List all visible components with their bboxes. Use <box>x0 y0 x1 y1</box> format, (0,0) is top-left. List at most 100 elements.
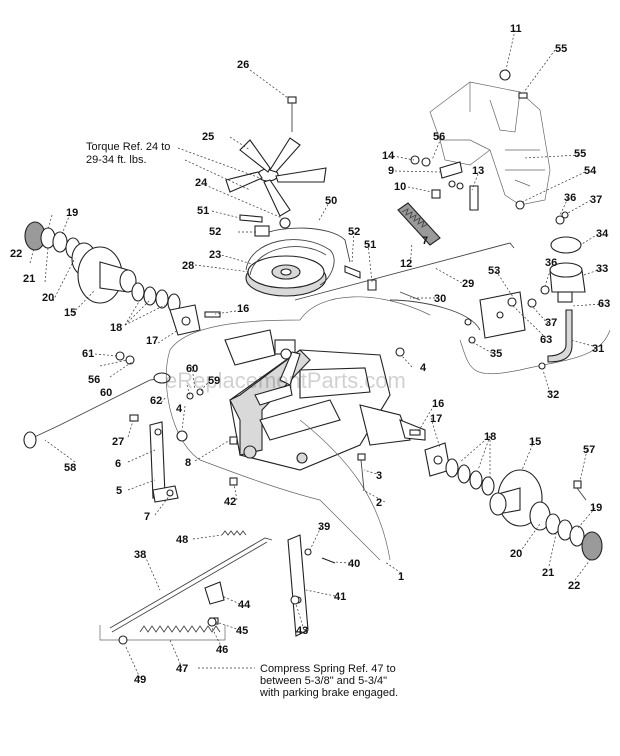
callout-48: 48 <box>176 534 188 546</box>
callout-3: 3 <box>376 470 382 482</box>
throttle-cable <box>389 291 481 331</box>
callout-57: 57 <box>583 444 595 456</box>
callout-49: 49 <box>134 674 146 686</box>
callout-14: 14 <box>382 150 395 162</box>
callout-53: 53 <box>488 265 500 277</box>
callout-44: 44 <box>238 599 251 611</box>
callout-42: 42 <box>224 496 236 508</box>
callout-18-b: 18 <box>484 431 496 443</box>
callout-6: 6 <box>115 458 121 470</box>
callout-27: 27 <box>112 436 124 448</box>
left-hub <box>77 246 137 304</box>
callout-36-b: 36 <box>545 257 557 269</box>
left-spacers <box>131 282 181 313</box>
callout-21-b: 21 <box>542 567 554 579</box>
callout-56-b: 56 <box>88 374 100 386</box>
brake-rod <box>109 537 273 633</box>
callout-60: 60 <box>186 363 198 375</box>
callout-1: 1 <box>398 571 404 583</box>
spring-note-line-2: between 5-3/8" and 5-3/4" <box>260 675 387 687</box>
watermark-text: eReplacementParts.com <box>165 368 406 393</box>
callout-22-b: 22 <box>568 580 580 592</box>
idler-spring <box>397 202 441 246</box>
torque-note-line-2: 29-34 ft. lbs. <box>86 154 147 166</box>
callout-16: 16 <box>237 303 249 315</box>
callout-22: 22 <box>10 248 22 260</box>
reservoir-bracket <box>479 291 526 339</box>
callout-62: 62 <box>150 395 162 407</box>
transaxle-housing <box>224 329 426 471</box>
callout-16-b: 16 <box>432 398 444 410</box>
right-spacers <box>445 458 495 496</box>
callout-20-b: 20 <box>510 548 522 560</box>
callout-8: 8 <box>185 457 191 469</box>
hardware-fasteners <box>115 69 569 645</box>
callout-28: 28 <box>182 260 194 272</box>
callout-17-b: 17 <box>430 413 442 425</box>
callout-26: 26 <box>237 59 249 71</box>
callout-41: 41 <box>334 591 346 603</box>
return-spring <box>221 530 247 536</box>
callout-34: 34 <box>596 228 609 240</box>
callout-50: 50 <box>325 195 337 207</box>
callout-12: 12 <box>400 258 412 270</box>
clevis-block <box>204 581 225 625</box>
callout-29: 29 <box>462 278 474 290</box>
brake-spring <box>139 625 221 633</box>
spring-note-line-1: Compress Spring Ref. 47 to <box>260 663 396 675</box>
callout-13: 13 <box>472 165 484 177</box>
callout-33: 33 <box>596 263 608 275</box>
callout-51-b: 51 <box>364 239 376 251</box>
callout-2: 2 <box>376 497 382 509</box>
callout-39: 39 <box>318 521 330 533</box>
callout-37: 37 <box>590 194 602 206</box>
callout-61: 61 <box>82 348 94 360</box>
hub-bolt-right <box>573 480 587 501</box>
callout-numbers: 11 55 26 25 56 55 14 9 13 54 24 10 50 36… <box>10 23 610 686</box>
callout-52: 52 <box>209 226 221 238</box>
fan-bolt <box>287 96 297 132</box>
callout-24: 24 <box>195 177 208 189</box>
callout-51: 51 <box>197 205 209 217</box>
callout-45: 45 <box>236 625 248 637</box>
callout-31: 31 <box>592 343 604 355</box>
callout-30: 30 <box>434 293 446 305</box>
callout-5: 5 <box>116 485 122 497</box>
callout-23: 23 <box>209 249 221 261</box>
callout-60-b: 60 <box>100 387 112 399</box>
callout-36: 36 <box>564 192 576 204</box>
callout-56: 56 <box>433 131 445 143</box>
right-bracket-plate <box>424 442 451 477</box>
callout-63-b: 63 <box>540 334 552 346</box>
callout-18: 18 <box>110 322 122 334</box>
callout-4: 4 <box>420 362 427 374</box>
callout-20: 20 <box>42 292 54 304</box>
callout-10: 10 <box>394 181 406 193</box>
torque-note-line-1: Torque Ref. 24 to <box>86 141 170 153</box>
brake-spring-frame <box>99 625 226 641</box>
drive-belt <box>245 239 335 286</box>
callout-15: 15 <box>64 307 76 319</box>
left-bracket-plate <box>169 304 221 336</box>
callout-55-b: 55 <box>574 148 586 160</box>
callout-9: 9 <box>388 165 394 177</box>
brake-link <box>149 421 179 503</box>
callout-4-b: 4 <box>176 403 183 415</box>
callout-35: 35 <box>490 348 502 360</box>
callout-43: 43 <box>296 625 308 637</box>
callout-46: 46 <box>216 644 228 656</box>
callout-52-b: 52 <box>348 226 360 238</box>
idler-arm-rod <box>294 242 515 301</box>
belt-guide <box>254 225 351 263</box>
callout-54: 54 <box>584 165 597 177</box>
callout-19: 19 <box>66 207 78 219</box>
callout-63: 63 <box>598 298 610 310</box>
callout-32: 32 <box>547 389 559 401</box>
callout-25: 25 <box>202 131 214 143</box>
leader-lines <box>29 29 604 679</box>
callout-40: 40 <box>348 558 360 570</box>
reservoir <box>549 236 586 303</box>
callout-37-b: 37 <box>545 317 557 329</box>
